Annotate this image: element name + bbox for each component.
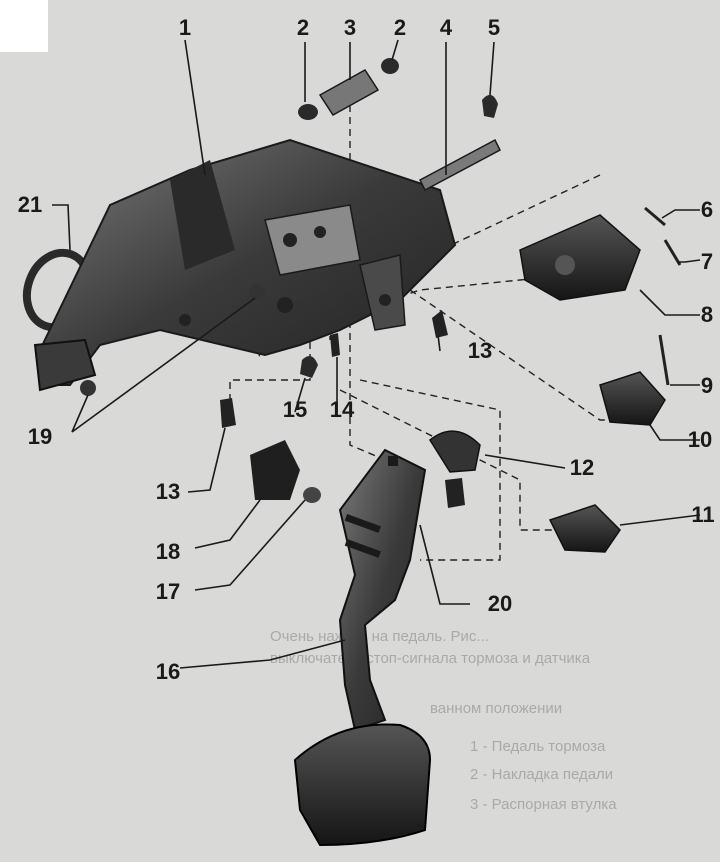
callout-17: 17: [155, 579, 181, 604]
bushing-17: [303, 487, 321, 503]
screw-6: [644, 206, 666, 227]
brake-light-switch-8: [519, 214, 641, 301]
callout-10: 10: [687, 427, 713, 452]
nut-19-a: [80, 380, 96, 396]
callout-19: 19: [27, 424, 53, 449]
nut-19-b: [249, 284, 265, 300]
bumper-18: [250, 440, 300, 500]
callout-3: 3: [343, 15, 357, 40]
plug-11: [548, 504, 621, 553]
screw-7: [663, 239, 682, 266]
bg-text-6: 3 - Распорная втулка: [470, 796, 617, 813]
cam-holder-12: [429, 430, 481, 508]
bushing-2-left: [298, 104, 318, 120]
bolt-13-upper: [432, 310, 448, 338]
leader-lines: [52, 39, 701, 669]
callout-5: 5: [487, 15, 501, 40]
callout-14: 14: [329, 397, 355, 422]
bolt-13-lower: [220, 398, 236, 428]
clip-15: [300, 356, 318, 378]
callout-8: 8: [700, 302, 714, 327]
callout-4: 4: [439, 15, 453, 40]
callout-13-lower: 13: [155, 479, 181, 504]
callout-13-upper: 13: [467, 338, 493, 363]
callout-6: 6: [700, 197, 714, 222]
callout-1: 1: [178, 15, 192, 40]
white-corner-patch: [0, 0, 48, 52]
callout-2-right: 2: [393, 15, 407, 40]
pin-14: [330, 333, 340, 357]
callout-12: 12: [569, 455, 595, 480]
callout-21: 21: [17, 192, 43, 217]
spacer-sleeve-3: [318, 69, 380, 116]
screw-9: [658, 334, 670, 386]
callout-2-left: 2: [296, 15, 310, 40]
callout-20: 20: [487, 591, 513, 616]
clip-5: [482, 94, 498, 118]
bushing-2-right: [381, 58, 399, 74]
callout-16: 16: [155, 659, 181, 684]
brake-pedal-16: [293, 448, 432, 847]
bg-text-1: Очень нажать на педаль. Рис...: [270, 628, 489, 645]
callout-18: 18: [155, 539, 181, 564]
callout-15: 15: [282, 397, 308, 422]
callout-7: 7: [700, 249, 714, 274]
callout-9: 9: [700, 373, 714, 398]
bg-text-4: 1 - Педаль тормоза: [470, 738, 606, 755]
sensor-10: [599, 371, 666, 426]
pivot-bolt-4: [419, 138, 501, 192]
pedal-bracket-1: [33, 138, 457, 392]
callout-11: 11: [691, 502, 715, 527]
bg-text-3: ванном положении: [430, 700, 563, 717]
bg-text-5: 2 - Накладка педали: [470, 766, 614, 783]
